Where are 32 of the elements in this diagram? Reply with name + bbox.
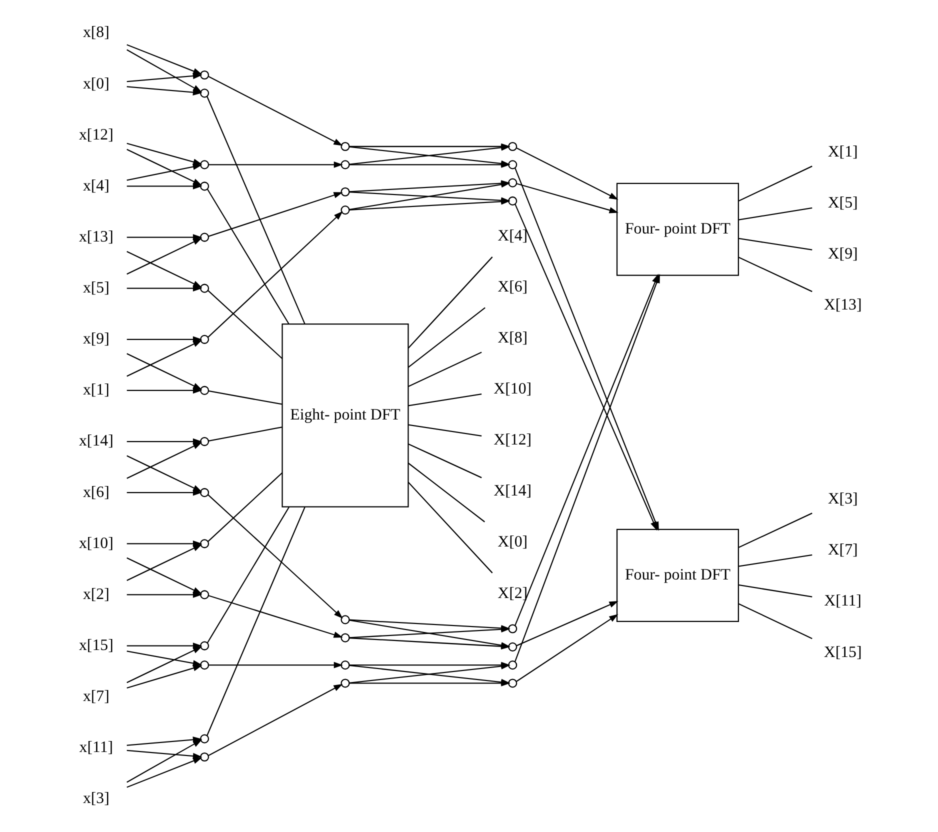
- node-text: X[2]: [497, 584, 528, 602]
- node-text: x[7]: [82, 688, 109, 706]
- node-text: X[1]: [827, 143, 858, 160]
- node-text: x[6]: [82, 484, 109, 501]
- node-text: x[5]: [82, 280, 109, 297]
- node-text: x[13]: [78, 228, 113, 246]
- node-text: x[11]: [78, 739, 113, 756]
- node-text: x[14]: [78, 432, 113, 450]
- node-text: X[13]: [823, 296, 862, 314]
- node-text: x[0]: [82, 75, 109, 92]
- node-text: X[8]: [497, 329, 528, 346]
- node-text: X[6]: [497, 278, 528, 296]
- node-text: X[11]: [824, 592, 861, 610]
- node-text: X[9]: [827, 246, 858, 262]
- node-text: x[9]: [82, 330, 109, 348]
- node-text: x[10]: [78, 534, 113, 552]
- node-text: X[0]: [497, 534, 528, 551]
- node-text: X[10]: [493, 380, 532, 398]
- node-text: X[3]: [827, 490, 858, 508]
- node-text: X[4]: [497, 227, 528, 244]
- node-text: x[1]: [82, 382, 109, 399]
- node-text: x[2]: [82, 586, 109, 603]
- node-text: x[4]: [82, 177, 109, 194]
- node-text: X[5]: [827, 194, 858, 212]
- node-text: X[15]: [823, 644, 862, 661]
- node-text: x[15]: [78, 636, 113, 654]
- node-text: X[7]: [827, 542, 858, 559]
- node-text: x[12]: [78, 126, 113, 144]
- node-text: x[3]: [82, 790, 109, 808]
- node-text: x[8]: [82, 24, 109, 42]
- node-text: X[14]: [493, 482, 532, 500]
- node-text: X[12]: [493, 432, 532, 449]
